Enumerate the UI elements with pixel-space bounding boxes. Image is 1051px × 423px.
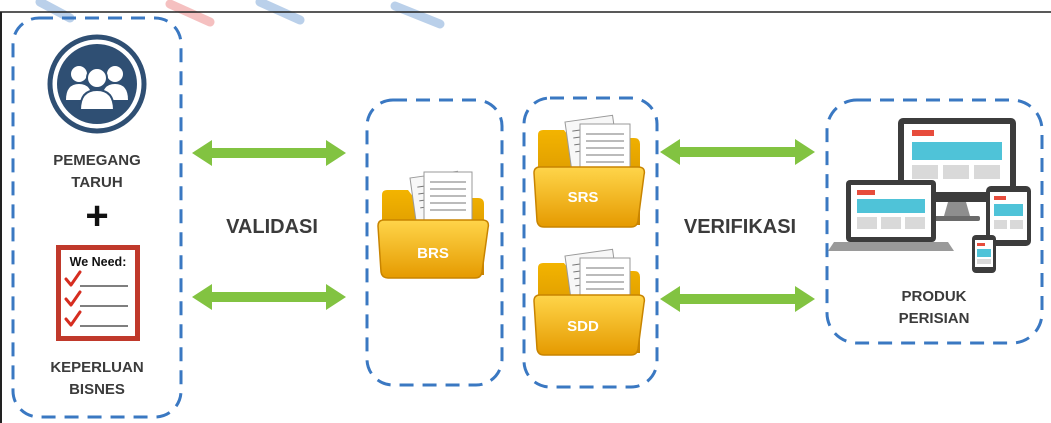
folder-icon-sdd: SDD: [533, 248, 646, 356]
watermark-decoration: [35, 0, 445, 29]
business-needs-label-line1: KEPERLUAN: [50, 359, 143, 376]
folder-label-sdd: SDD: [567, 318, 599, 335]
stakeholder-label-line2: TARUH: [71, 174, 122, 191]
checklist-icon: We Need:: [56, 245, 140, 341]
stakeholder-label-line1: PEMEGANG: [53, 152, 141, 169]
verification-label: VERIFIKASI: [684, 216, 796, 238]
folder-icon-srs: SRS: [533, 114, 646, 228]
stakeholder-box: [11, 16, 183, 419]
plus-sign: +: [85, 194, 108, 238]
checklist-title: We Need:: [70, 255, 127, 269]
validation-label: VALIDASI: [226, 216, 318, 238]
validation-arrow-top: [192, 140, 346, 166]
devices-icon: [828, 118, 1031, 273]
product-label-line2: PERISIAN: [899, 310, 970, 327]
users-icon: [47, 34, 147, 134]
product-box: [825, 98, 1044, 345]
business-needs-label-line2: BISNES: [69, 381, 125, 398]
product-label-line1: PRODUK: [901, 288, 966, 305]
folder-label-brs: BRS: [417, 245, 449, 262]
verification-arrow-top: [660, 139, 815, 165]
validation-arrow-bottom: [192, 284, 346, 310]
srs-sdd-box: [522, 96, 659, 389]
brs-box: [365, 98, 504, 387]
verification-arrow-bottom: [660, 286, 815, 312]
folder-label-srs: SRS: [568, 189, 599, 206]
folder-icon-brs: BRS: [377, 170, 490, 279]
